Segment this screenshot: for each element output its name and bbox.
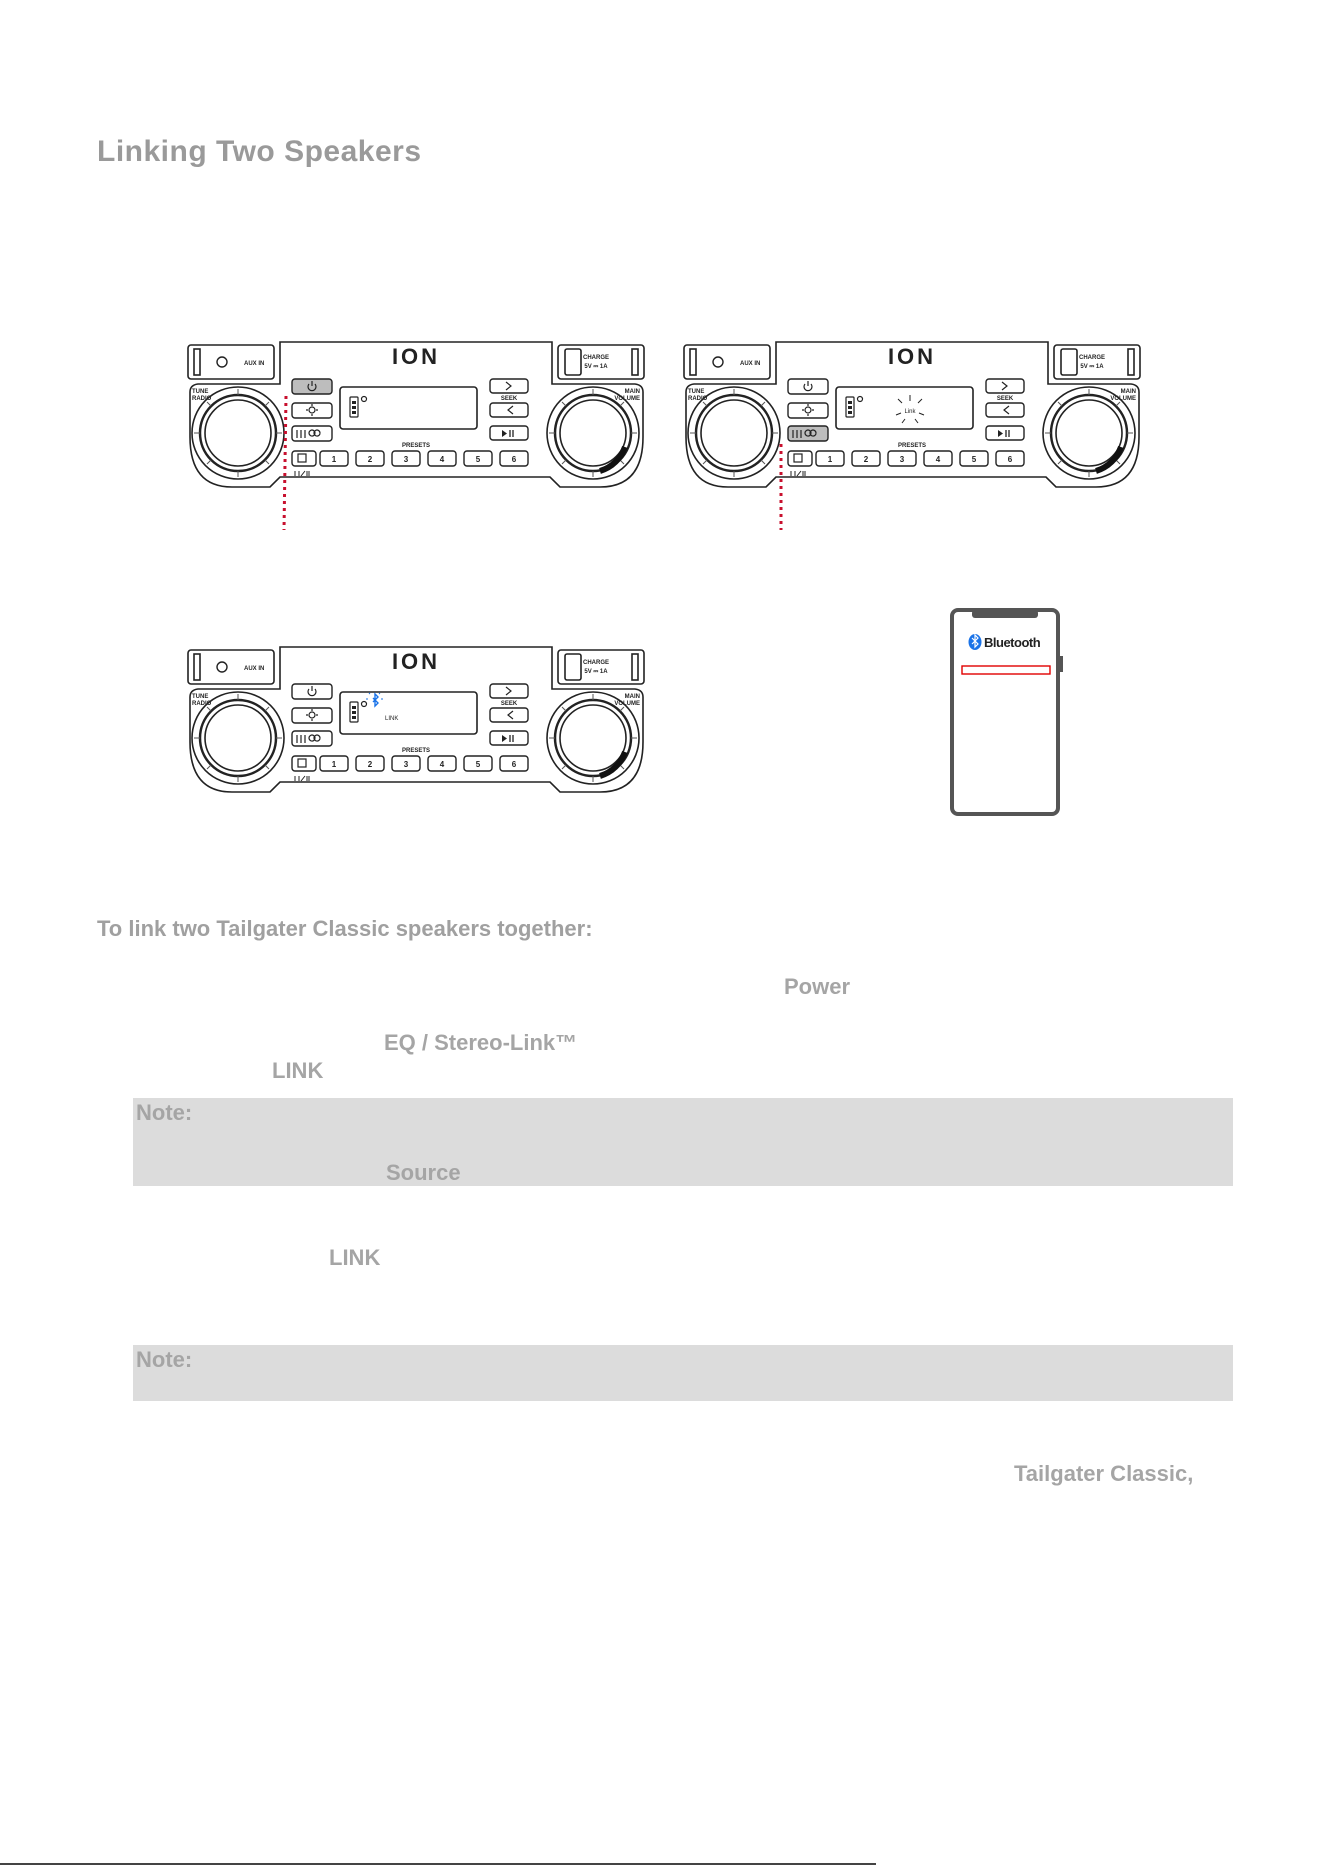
tune-label: TUNE: [688, 389, 704, 395]
p5-label: 5: [972, 455, 977, 464]
presets-label: PRESETS: [402, 748, 430, 754]
p1-label: 1: [828, 455, 833, 464]
p3-label: 3: [404, 455, 409, 464]
charge-label: CHARGE: [583, 660, 609, 666]
bluetooth-blink-icon: [366, 692, 383, 700]
p3-label: 3: [900, 455, 905, 464]
link-callout: [779, 444, 783, 530]
p5-label: 5: [476, 760, 481, 769]
main-label: MAIN: [625, 694, 640, 700]
p2-label: 2: [368, 455, 373, 464]
charge-spec-label: 5V ⎓ 1A: [584, 669, 608, 675]
radio-label: RADIO: [688, 396, 708, 402]
speaker-panel-power: ION AUX IN CHARGE 5V ⎓ 1A TUNE RADIO MAI…: [180, 337, 652, 497]
bluetooth-label: Bluetooth: [984, 635, 1041, 650]
note-label-1: Note:: [136, 1100, 193, 1125]
speaker-panel-drawing: ION AUX IN CHARGE 5V ⎓ 1A TUNE RADIO MAI…: [187, 646, 645, 793]
footer-rule: [0, 1863, 876, 1865]
bluetooth-icon: [968, 633, 982, 650]
p2-label: 2: [368, 760, 373, 769]
display-link-flash: Link: [904, 409, 916, 415]
p6-label: 6: [512, 455, 517, 464]
aux-label: AUX IN: [244, 361, 264, 367]
seek-label: SEEK: [997, 396, 1014, 402]
power-callout: [282, 395, 288, 531]
speaker-panel-drawing: ION AUX IN CHARGE 5V ⎓ 1A TUNE RADIO MAI…: [187, 341, 645, 488]
p3-label: 3: [404, 760, 409, 769]
note-box-2: Note:: [133, 1345, 1233, 1401]
charge-spec-label: 5V ⎓ 1A: [584, 364, 608, 370]
p5-label: 5: [476, 455, 481, 464]
p2-label: 2: [864, 455, 869, 464]
p6-label: 6: [1008, 455, 1013, 464]
volume-label: VOLUME: [614, 701, 640, 707]
p4-label: 4: [440, 760, 445, 769]
flash-rays-icon: [895, 395, 925, 424]
kw-eq-stereo-link: EQ / Stereo-Link™: [384, 1030, 578, 1055]
seek-label: SEEK: [501, 701, 518, 707]
radio-label: RADIO: [192, 396, 212, 402]
bluetooth-icon: [372, 692, 379, 708]
presets-label: PRESETS: [898, 443, 926, 449]
note-label-2: Note:: [136, 1347, 193, 1372]
radio-label: RADIO: [192, 701, 212, 707]
charge-spec-label: 5V ⎓ 1A: [1080, 364, 1104, 370]
aux-label: AUX IN: [740, 361, 760, 367]
kw-link-1: LINK: [272, 1058, 324, 1083]
kw-power: Power: [784, 974, 851, 999]
p1-label: 1: [332, 455, 337, 464]
charge-label: CHARGE: [1079, 355, 1105, 361]
tune-label: TUNE: [192, 389, 208, 395]
p4-label: 4: [936, 455, 941, 464]
logo-label: ION: [392, 344, 440, 369]
seek-label: SEEK: [501, 396, 518, 402]
main-label: MAIN: [625, 389, 640, 395]
speaker-panel-bluetooth: ION AUX IN CHARGE 5V ⎓ 1A TUNE RADIO MAI…: [180, 642, 652, 802]
device-list-highlight: [961, 665, 1051, 675]
speaker-panel-link: ION AUX IN CHARGE 5V ⎓ 1A TUNE RADIO MAI…: [676, 337, 1148, 497]
logo-label: ION: [888, 344, 936, 369]
kw-tailgater: Tailgater Classic,: [1014, 1461, 1194, 1486]
section-subtitle: To link two Tailgater Classic speakers t…: [97, 916, 593, 941]
p6-label: 6: [512, 760, 517, 769]
presets-label: PRESETS: [402, 443, 430, 449]
speaker-panel-drawing: ION AUX IN CHARGE 5V ⎓ 1A TUNE RADIO MAI…: [683, 341, 1141, 488]
volume-label: VOLUME: [1110, 396, 1136, 402]
aux-label: AUX IN: [244, 666, 264, 672]
volume-label: VOLUME: [614, 396, 640, 402]
note-box-1: Note: Source: [133, 1098, 1233, 1186]
main-label: MAIN: [1121, 389, 1136, 395]
logo-label: ION: [392, 649, 440, 674]
display-link-label: LINK: [385, 716, 398, 722]
tune-label: TUNE: [192, 694, 208, 700]
p1-label: 1: [332, 760, 337, 769]
phone-illustration: Bluetooth: [950, 608, 1063, 816]
p4-label: 4: [440, 455, 445, 464]
page-title: Linking Two Speakers: [97, 135, 422, 168]
kw-link-2: LINK: [329, 1245, 381, 1270]
charge-label: CHARGE: [583, 355, 609, 361]
kw-source: Source: [386, 1160, 461, 1185]
